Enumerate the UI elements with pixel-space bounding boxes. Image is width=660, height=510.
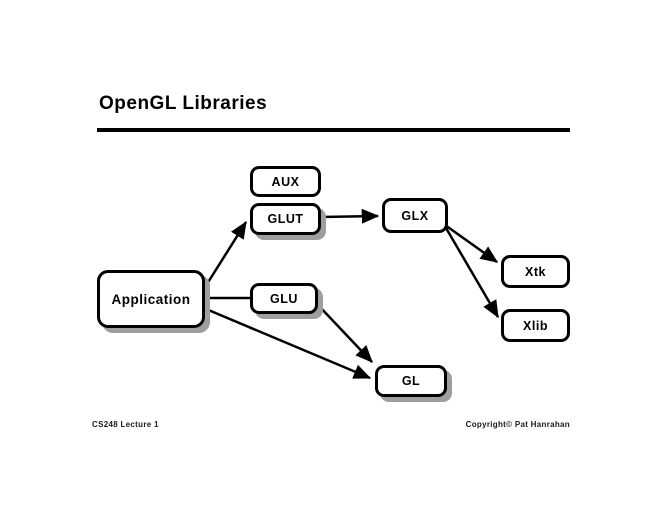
footer-copyright: Copyright© Pat Hanrahan	[465, 420, 570, 429]
node-gl-label: GL	[401, 374, 421, 388]
node-glx-label: GLX	[401, 208, 429, 223]
title-underline	[97, 128, 570, 132]
node-glu: GLU	[250, 283, 318, 314]
node-glut: GLUT	[250, 203, 321, 235]
edge-glu-gl	[318, 305, 373, 363]
node-application-label: Application	[111, 291, 191, 307]
node-xtk-label: Xtk	[525, 264, 546, 279]
edge-application-gl	[205, 307, 372, 380]
node-aux: AUX	[250, 166, 321, 197]
node-xtk: Xtk	[501, 255, 570, 288]
edge-glx-xtk	[444, 223, 499, 264]
node-aux-label: AUX	[271, 174, 300, 189]
node-glut-label: GLUT	[267, 212, 304, 226]
edge-application-glut	[205, 220, 248, 285]
node-glu-label: GLU	[270, 291, 298, 306]
edge-glx-xlib	[444, 227, 500, 319]
footer-course-label: CS248 Lecture 1	[92, 420, 159, 429]
edge-glut-glx	[320, 208, 380, 224]
slide-title: OpenGL Libraries	[99, 93, 268, 114]
node-xlib-label: Xlib	[523, 318, 548, 333]
node-xlib: Xlib	[501, 309, 570, 342]
node-glx: GLX	[382, 198, 448, 233]
node-application: Application	[97, 270, 205, 328]
node-gl: GL	[375, 365, 447, 397]
